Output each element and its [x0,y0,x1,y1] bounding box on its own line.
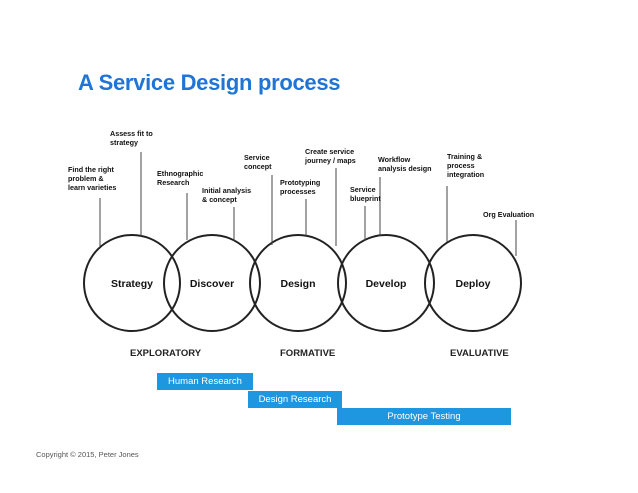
annotation-assess-fit: Assess fit to strategy [110,129,155,147]
bar-prototype-testing: Prototype Testing [337,408,511,425]
annotation-find-problem: Find the right problem & learn varieties [68,165,116,192]
phase-formative: FORMATIVE [280,348,335,359]
circle-label-discover: Discover [190,278,234,290]
circle-label-develop: Develop [366,278,407,290]
bar-design-research: Design Research [248,391,342,408]
annotation-training: Training & process integration [447,152,484,179]
circle-label-deploy: Deploy [455,278,490,290]
annotation-initial-analysis: Initial analysis & concept [202,186,253,204]
develop-circle [337,234,435,332]
circle-label-design: Design [280,278,315,290]
circle-label-strategy: Strategy [111,278,153,290]
copyright-text: Copyright © 2015, Peter Jones [36,450,139,459]
phase-evaluative: EVALUATIVE [450,348,509,359]
annotation-workflow: Workflow analysis design [378,155,432,173]
annotation-service-concept: Service concept [244,153,272,171]
page-title: A Service Design process [78,70,341,95]
annotation-org-evaluation: Org Evaluation [483,210,534,219]
strategy-circle [83,234,181,332]
annotation-journey-maps: Create service journey / maps [304,147,356,165]
annotation-prototyping: Prototyping processes [280,178,322,196]
annotation-ethnographic: Ethnographic Research [157,169,205,187]
bar-human-research: Human Research [157,373,253,390]
phase-exploratory: EXPLORATORY [130,348,202,359]
discover-circle [163,234,261,332]
deploy-circle [424,234,522,332]
design-circle [249,234,347,332]
annotation-blueprint: Service blueprint [350,185,381,203]
